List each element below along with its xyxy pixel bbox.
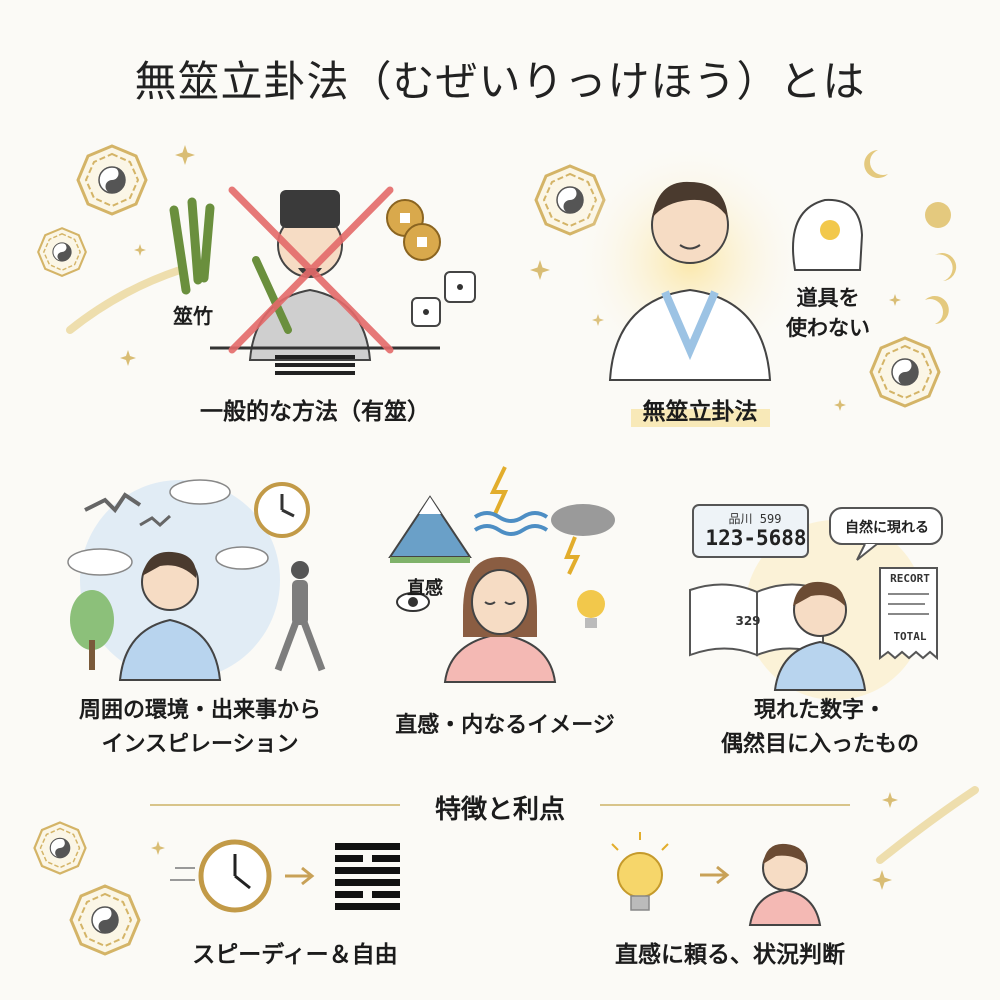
traditional-method-illustration [169, 186, 476, 375]
environment-caption: 周囲の環境・出来事から インスピレーション [40, 694, 360, 762]
thinking-man-figure [748, 843, 822, 926]
tree-icon [70, 590, 114, 670]
no-tool-note-line1: 道具を [796, 286, 860, 310]
storm-cloud-icon [551, 504, 615, 575]
intuition-illustration [388, 466, 615, 683]
no-tool-note-line2: 使わない [786, 316, 870, 340]
walking-man-figure [274, 561, 326, 672]
receipt-total: TOTAL [893, 630, 927, 643]
page-title: 無筮立卦法（むぜいりっけほう）とは [134, 57, 866, 106]
numbers-caption-line2: 偶然目に入ったもの [720, 732, 919, 757]
lightbulb-icon [611, 832, 669, 911]
mountain-icon [388, 495, 472, 563]
cloud-icon [215, 546, 269, 570]
intuition-eye-label: 直感 [407, 578, 443, 599]
bagua-icon [37, 227, 87, 277]
receipt-icon [879, 567, 938, 661]
plate-number: 123-5688 [705, 526, 807, 550]
star-icon [151, 841, 165, 855]
bamboo-label: 筮竹 [173, 304, 213, 328]
cross-mark-icon [228, 186, 394, 354]
speed-illustration [170, 839, 400, 913]
intuition-caption: 直感・内なるイメージ [395, 713, 615, 738]
calm-person-figure [608, 181, 772, 381]
star-icon [872, 870, 892, 890]
cloud-icon [169, 479, 231, 505]
dice-icon [411, 271, 476, 327]
environment-caption-line1: 周囲の環境・出来事から [78, 698, 321, 723]
numbers-caption-line1: 現れた数字・ [753, 698, 886, 723]
environment-caption-line2: インスピレーション [101, 732, 299, 757]
bagua-icon [69, 884, 141, 956]
divider-left [150, 804, 400, 806]
bagua-icon [76, 144, 148, 216]
eye-icon [396, 592, 430, 612]
bird-icon [84, 492, 142, 514]
numbers-illustration [689, 504, 943, 700]
features-heading: 特徴と利点 [434, 795, 565, 825]
traditional-method-caption: 一般的な方法（有筮） [200, 399, 430, 425]
coins-icon [386, 199, 441, 261]
book-number: 329 [735, 614, 761, 628]
arrow-right-icon [285, 866, 315, 886]
bagua-icon [33, 821, 87, 875]
star-icon [134, 244, 146, 256]
hexagram-icon [335, 843, 400, 910]
no-tool-method-caption: 無筮立卦法 [600, 392, 800, 427]
speed-caption: スピーディー＆自由 [192, 942, 398, 968]
speech-bubble [829, 507, 943, 561]
receipt-title: RECORT [890, 572, 930, 585]
star-icon [530, 260, 550, 280]
star-icon [120, 350, 136, 366]
intuition-judgment-caption: 直感に頼る、状況判断 [615, 942, 845, 968]
no-tool-method-caption-text: 無筮立卦法 [630, 397, 770, 427]
intuition-judgment-illustration [611, 832, 822, 926]
meditating-woman-figure [443, 557, 557, 683]
hexagram-lines [275, 355, 355, 375]
shooting-star-icon [66, 266, 184, 334]
lightbulb-icon [577, 590, 605, 628]
clock-icon [170, 839, 272, 913]
shooting-star-icon [876, 786, 979, 864]
speech-bubble-text: 自然に現れる [845, 520, 929, 536]
bamboo-sticks-icon [169, 197, 215, 295]
star-icon [882, 792, 898, 808]
divider-right [600, 804, 850, 806]
cloud-icon [67, 548, 133, 576]
thinking-man-figure [118, 551, 222, 681]
environment-inspiration-illustration [67, 479, 326, 681]
lightning-wave-icon [473, 466, 549, 536]
thinking-man-figure [773, 581, 867, 691]
no-tool-method-illustration [570, 140, 864, 381]
head-lightbulb-icon [792, 198, 864, 271]
arrow-right-icon [700, 865, 730, 885]
bird-icon [139, 514, 172, 528]
star-icon [834, 399, 846, 411]
plate-top-text: 品川 599 [728, 512, 782, 526]
star-icon [889, 294, 901, 306]
numbers-caption: 現れた数字・ 偶然目に入ったもの [670, 694, 970, 762]
no-tool-note: 道具を 使わない [768, 283, 888, 343]
moon-icon [864, 150, 957, 324]
clock-icon [254, 482, 310, 538]
license-plate [692, 504, 809, 558]
bagua-icon [869, 336, 941, 408]
